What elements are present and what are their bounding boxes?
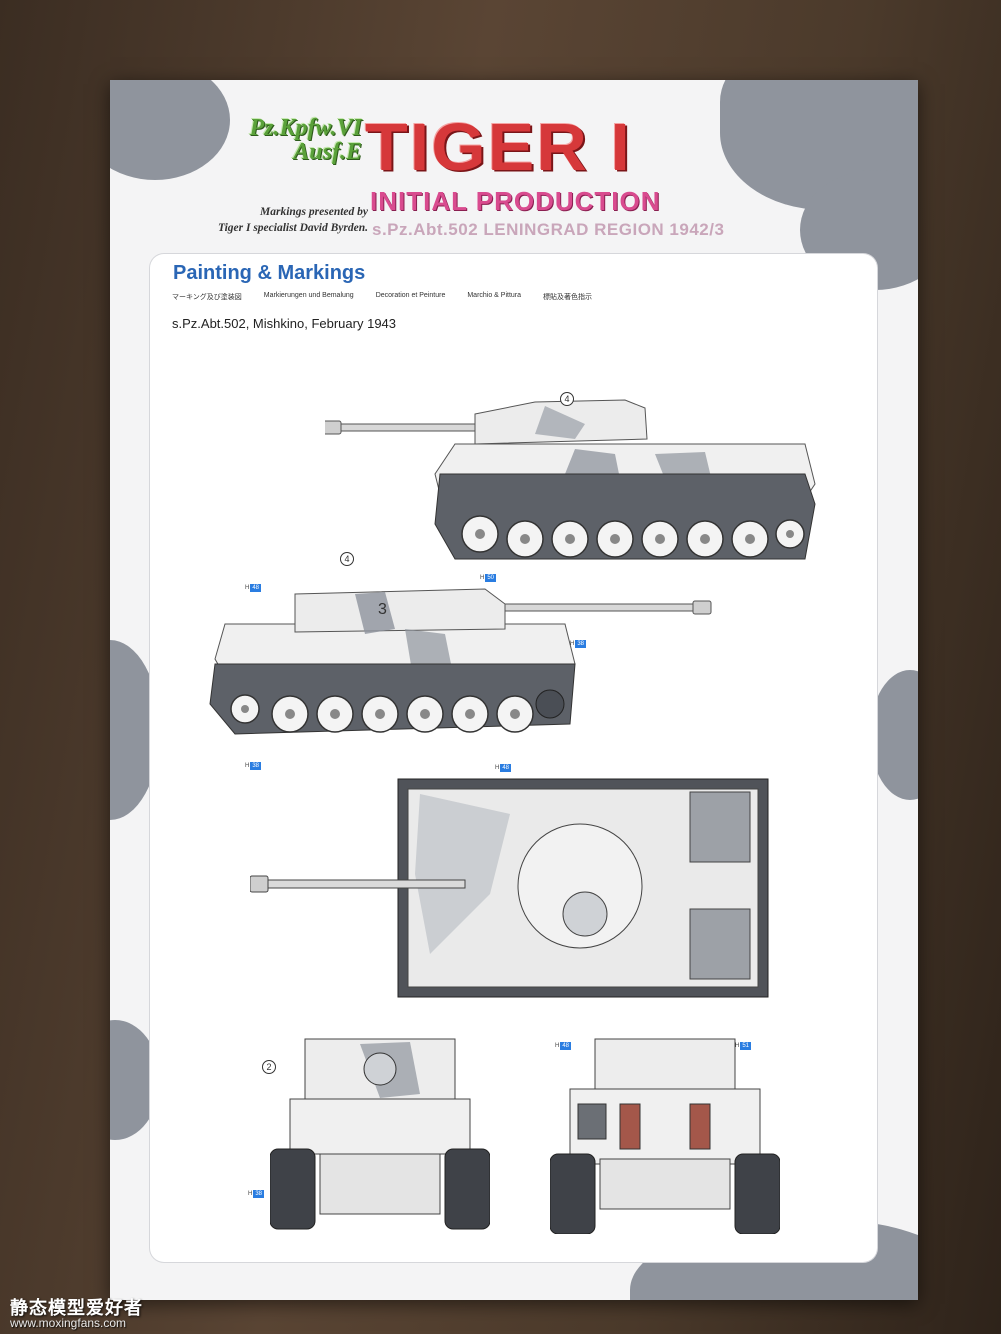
credit-line-2: Tiger I specialist David Byrden. — [217, 222, 368, 234]
translation-french: Decoration et Peinture — [375, 292, 446, 299]
scheme-caption: s.Pz.Abt.502, Mishkino, February 1943 — [172, 316, 397, 331]
translation-chinese: 標貼及著色指示 — [543, 294, 593, 301]
title-translations: マーキング及び塗装図 Markierungen und Bemalung Dec… — [172, 292, 592, 302]
credits: Markings presented by Tiger I specialist… — [180, 204, 368, 236]
unit-region: s.Pz.Abt.502 LENINGRAD REGION 1942/3 — [372, 220, 725, 239]
translation-german: Markierungen und Bemalung — [263, 292, 354, 299]
tank-side-view-right — [325, 399, 816, 560]
model-line-2: Ausf.E — [293, 139, 362, 165]
marking-callout-front: 2 — [262, 1060, 276, 1074]
tank-front-view — [270, 1038, 490, 1230]
watermark-url: www.moxingfans.com — [10, 1316, 127, 1330]
model-designation: Pz.Kpfw.VI Ausf.E — [172, 116, 362, 164]
model-line-1: Pz.Kpfw.VI — [249, 115, 362, 141]
translation-italian: Marchio & Pittura — [467, 292, 522, 299]
panel-title: Painting & Markings — [173, 262, 366, 284]
marking-callout-side-right: 4 — [560, 392, 574, 406]
credit-line-1: Markings presented by — [260, 206, 368, 218]
translation-japanese: マーキング及び塗装図 — [172, 294, 242, 301]
camo-blob-right-low — [870, 670, 918, 800]
painting-markings-panel: Painting & Markings マーキング及び塗装図 Markierun… — [150, 254, 877, 1262]
tank-side-view-left — [209, 588, 712, 735]
marking-callout-side-left: 4 — [340, 552, 354, 566]
tank-rear-view — [550, 1038, 780, 1234]
subtitle: INITIAL PRODUCTION — [370, 186, 661, 216]
tank-top-view — [250, 778, 769, 998]
main-title: TIGER I — [365, 109, 632, 185]
instruction-sheet: Pz.Kpfw.VI Ausf.E TIGER I INITIAL PRODUC… — [110, 80, 918, 1300]
watermark-site-name: 静态模型爱好者 — [10, 1298, 143, 1318]
turret-number-side-left: 3 — [378, 601, 387, 618]
